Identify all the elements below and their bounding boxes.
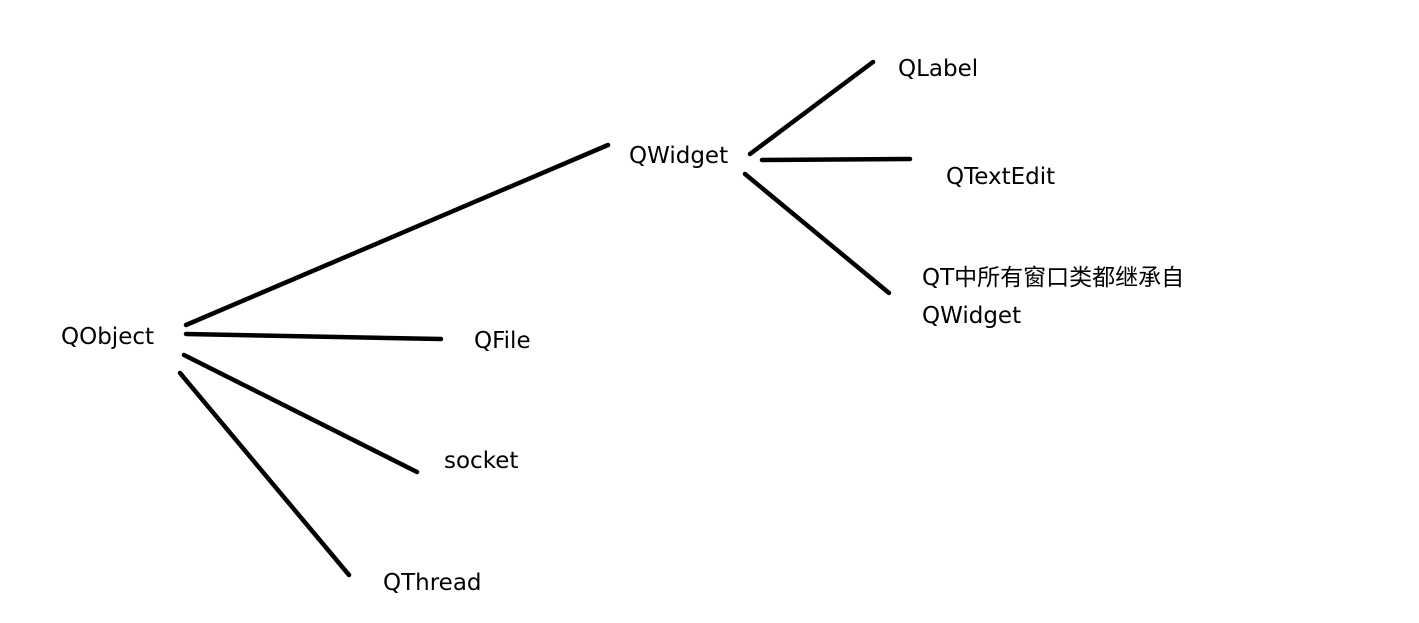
- note-line-2: QWidget: [922, 303, 1022, 329]
- edge-qwidget-note: [742, 171, 892, 296]
- edge-qobject-socket: [181, 352, 420, 475]
- node-qwidget: QWidget: [629, 143, 729, 169]
- edge-qobject-qfile: [183, 331, 444, 342]
- edge-qwidget-qlabel: [747, 59, 876, 157]
- edge-qwidget-qtextedit: [759, 156, 913, 163]
- node-qfile: QFile: [474, 328, 531, 354]
- node-qtextedit: QTextEdit: [946, 164, 1056, 190]
- node-qlabel: QLabel: [898, 56, 979, 82]
- node-qthread: QThread: [383, 570, 482, 596]
- edge-qobject-qthread: [177, 370, 352, 578]
- edge-qobject-qwidget: [183, 142, 611, 328]
- node-window-classes-note: QT中所有窗口类都继承自 QWidget: [922, 259, 1184, 335]
- note-line-1: QT中所有窗口类都继承自: [922, 265, 1185, 291]
- node-qobject: QObject: [61, 324, 155, 350]
- node-socket: socket: [444, 448, 519, 474]
